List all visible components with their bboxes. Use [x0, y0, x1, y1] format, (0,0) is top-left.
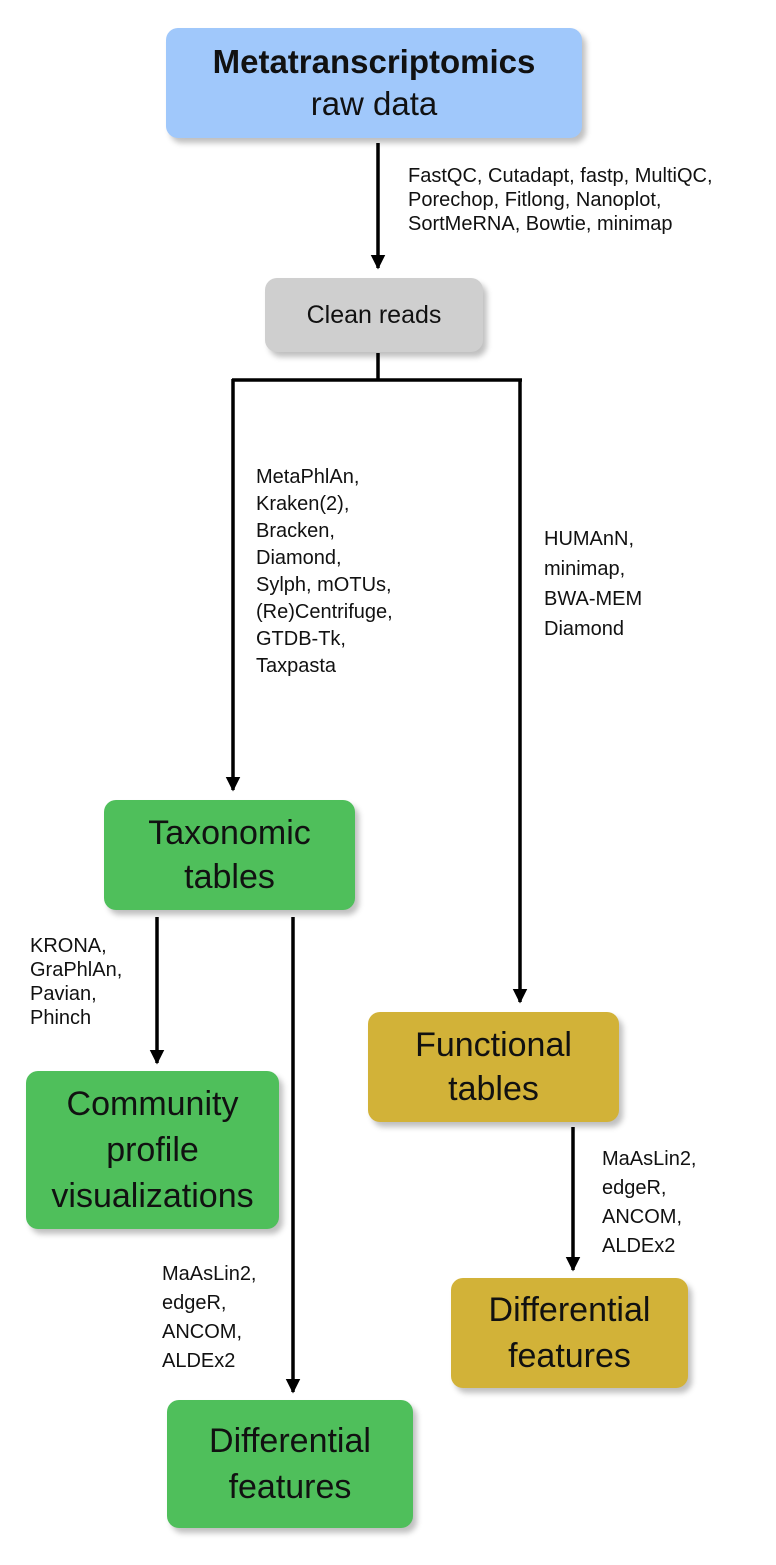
label-function-tools: HUMAnN, minimap, BWA-MEM Diamond — [544, 528, 643, 640]
node-community-line3: visualizations — [51, 1177, 254, 1215]
label-taxonomy-tools: MetaPhlAn, Kraken(2), Bracken, Diamond, … — [256, 466, 393, 677]
node-taxonomic-line1: Taxonomic — [148, 814, 311, 852]
node-community-line1: Community — [66, 1085, 239, 1123]
node-raw-data-title: Metatranscriptomics — [212, 43, 536, 80]
label-diff-tools-right: MaAsLin2, edgeR, ANCOM, ALDEx2 — [602, 1148, 697, 1257]
node-differential-features-functional: Differential features — [451, 1278, 688, 1388]
node-functional-line2: tables — [448, 1070, 539, 1108]
node-community-line2: profile — [106, 1131, 199, 1169]
node-diff-left-line1: Differential — [209, 1422, 371, 1460]
node-diff-left-line2: features — [228, 1468, 352, 1506]
label-viz-tools: KRONA, GraPhlAn, Pavian, Phinch — [30, 935, 123, 1029]
node-raw-data-subtitle: raw data — [310, 85, 438, 122]
label-qc-tools: FastQC, Cutadapt, fastp, MultiQC, Porech… — [408, 165, 713, 235]
node-clean-reads-label: Clean reads — [306, 300, 442, 329]
node-functional-tables: Functional tables — [368, 1012, 619, 1122]
node-differential-features-taxonomic: Differential features — [167, 1400, 413, 1528]
node-community-visualizations: Community profile visualizations — [26, 1071, 279, 1229]
node-diff-right-line2: features — [508, 1337, 631, 1375]
node-functional-line1: Functional — [415, 1026, 572, 1064]
label-diff-tools-left: MaAsLin2, edgeR, ANCOM, ALDEx2 — [162, 1263, 257, 1372]
node-taxonomic-tables: Taxonomic tables — [104, 800, 355, 910]
node-taxonomic-line2: tables — [184, 858, 275, 896]
node-diff-right-line1: Differential — [488, 1291, 651, 1329]
node-clean-reads: Clean reads — [265, 278, 483, 352]
node-raw-data: Metatranscriptomics raw data — [166, 28, 582, 138]
